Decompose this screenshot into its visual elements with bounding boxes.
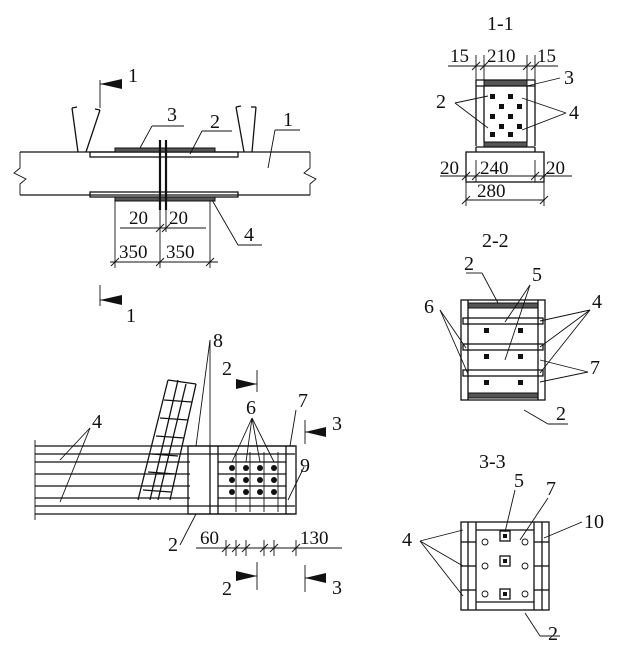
section-3-3-label-2: 2 xyxy=(548,623,558,645)
elevation-dim-350-left: 350 xyxy=(119,242,148,263)
section-2-2-label-6: 6 xyxy=(424,296,434,318)
section-3-3-label-10: 10 xyxy=(584,511,604,533)
section-1-1-label-4: 4 xyxy=(569,102,579,124)
section-1-1-bolt-pattern xyxy=(490,94,522,137)
plan-label-8: 8 xyxy=(213,330,223,352)
section-3-3-label-7: 7 xyxy=(546,478,556,500)
section-2-2-label-2-top: 2 xyxy=(464,253,474,275)
elevation-section-mark-bottom: 1 xyxy=(126,305,136,327)
elevation-label-1: 1 xyxy=(283,109,293,131)
plan-label-4: 4 xyxy=(92,411,102,433)
plan-label-7: 7 xyxy=(298,390,308,412)
section-1-1-dim-20-right: 20 xyxy=(546,158,565,179)
section-2-2-label-4: 4 xyxy=(592,291,602,313)
plan-section-mark-3-top: 3 xyxy=(332,413,342,435)
elevation-view: 1 3 2 4 1 1 20 20 350 350 xyxy=(13,65,317,327)
plan-label-2: 2 xyxy=(168,534,178,556)
section-2-2-label-7: 7 xyxy=(590,357,600,379)
section-1-1-dim-20-left: 20 xyxy=(440,158,459,179)
plan-dim-130: 130 xyxy=(300,528,329,549)
section-1-1-label-2: 2 xyxy=(436,91,446,113)
plan-view: 8 6 7 4 9 2 2 2 3 3 60 130 xyxy=(34,330,342,600)
elevation-section-mark-top: 1 xyxy=(128,65,138,87)
elevation-label-4: 4 xyxy=(244,224,254,246)
plan-section-mark-3-bottom: 3 xyxy=(332,577,342,599)
elevation-dim-350-right: 350 xyxy=(166,242,195,263)
elevation-dim-20-right: 20 xyxy=(169,208,188,229)
plan-section-mark-2-top: 2 xyxy=(222,358,232,380)
section-2-2-label-2-bottom: 2 xyxy=(556,403,566,425)
section-3-3-title: 3-3 xyxy=(479,451,506,473)
section-3-3-label-4: 4 xyxy=(402,529,412,551)
section-1-1: 1-1 15 210 15 xyxy=(436,13,579,206)
section-1-1-dim-15-left: 15 xyxy=(450,46,469,67)
plan-label-6: 6 xyxy=(246,397,256,419)
plan-bolt-group xyxy=(229,465,277,495)
section-2-2-bolts xyxy=(484,328,523,385)
plan-section-mark-2-bottom: 2 xyxy=(222,578,232,600)
section-1-1-dim-15-right: 15 xyxy=(537,46,556,67)
section-2-2-label-5: 5 xyxy=(532,264,542,286)
section-1-1-dim-210: 210 xyxy=(487,46,516,67)
section-2-2: 2-2 2 5 6 4 7 2 xyxy=(424,230,602,425)
elevation-dim-20-left: 20 xyxy=(129,208,148,229)
section-1-1-dim-280: 280 xyxy=(477,181,506,202)
section-3-3: 3-3 xyxy=(402,451,604,645)
plan-dim-60: 60 xyxy=(200,528,219,549)
section-2-2-title: 2-2 xyxy=(482,230,509,252)
elevation-label-3: 3 xyxy=(167,104,177,126)
section-3-3-bolts xyxy=(481,530,529,600)
section-3-3-label-5: 5 xyxy=(514,470,524,492)
section-1-1-label-3: 3 xyxy=(564,67,574,89)
plan-label-9: 9 xyxy=(300,455,310,477)
elevation-label-2: 2 xyxy=(210,111,220,133)
plan-diagonal-member xyxy=(137,379,197,501)
section-1-1-title: 1-1 xyxy=(487,13,514,35)
section-1-1-dim-240: 240 xyxy=(480,158,509,179)
